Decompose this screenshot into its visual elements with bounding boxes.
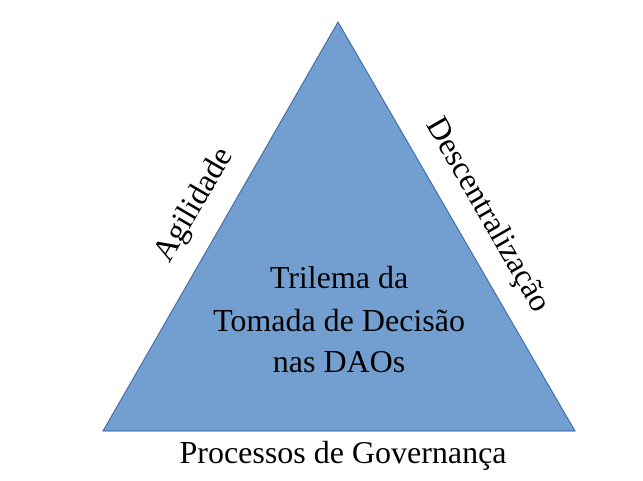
- center-line-1: Trilema da: [270, 259, 408, 295]
- trilemma-triangle: [102, 20, 576, 432]
- base-label: Processos de Governança: [180, 434, 507, 470]
- center-line-2: Tomada de Decisão: [213, 302, 465, 338]
- center-line-3: nas DAOs: [273, 343, 405, 379]
